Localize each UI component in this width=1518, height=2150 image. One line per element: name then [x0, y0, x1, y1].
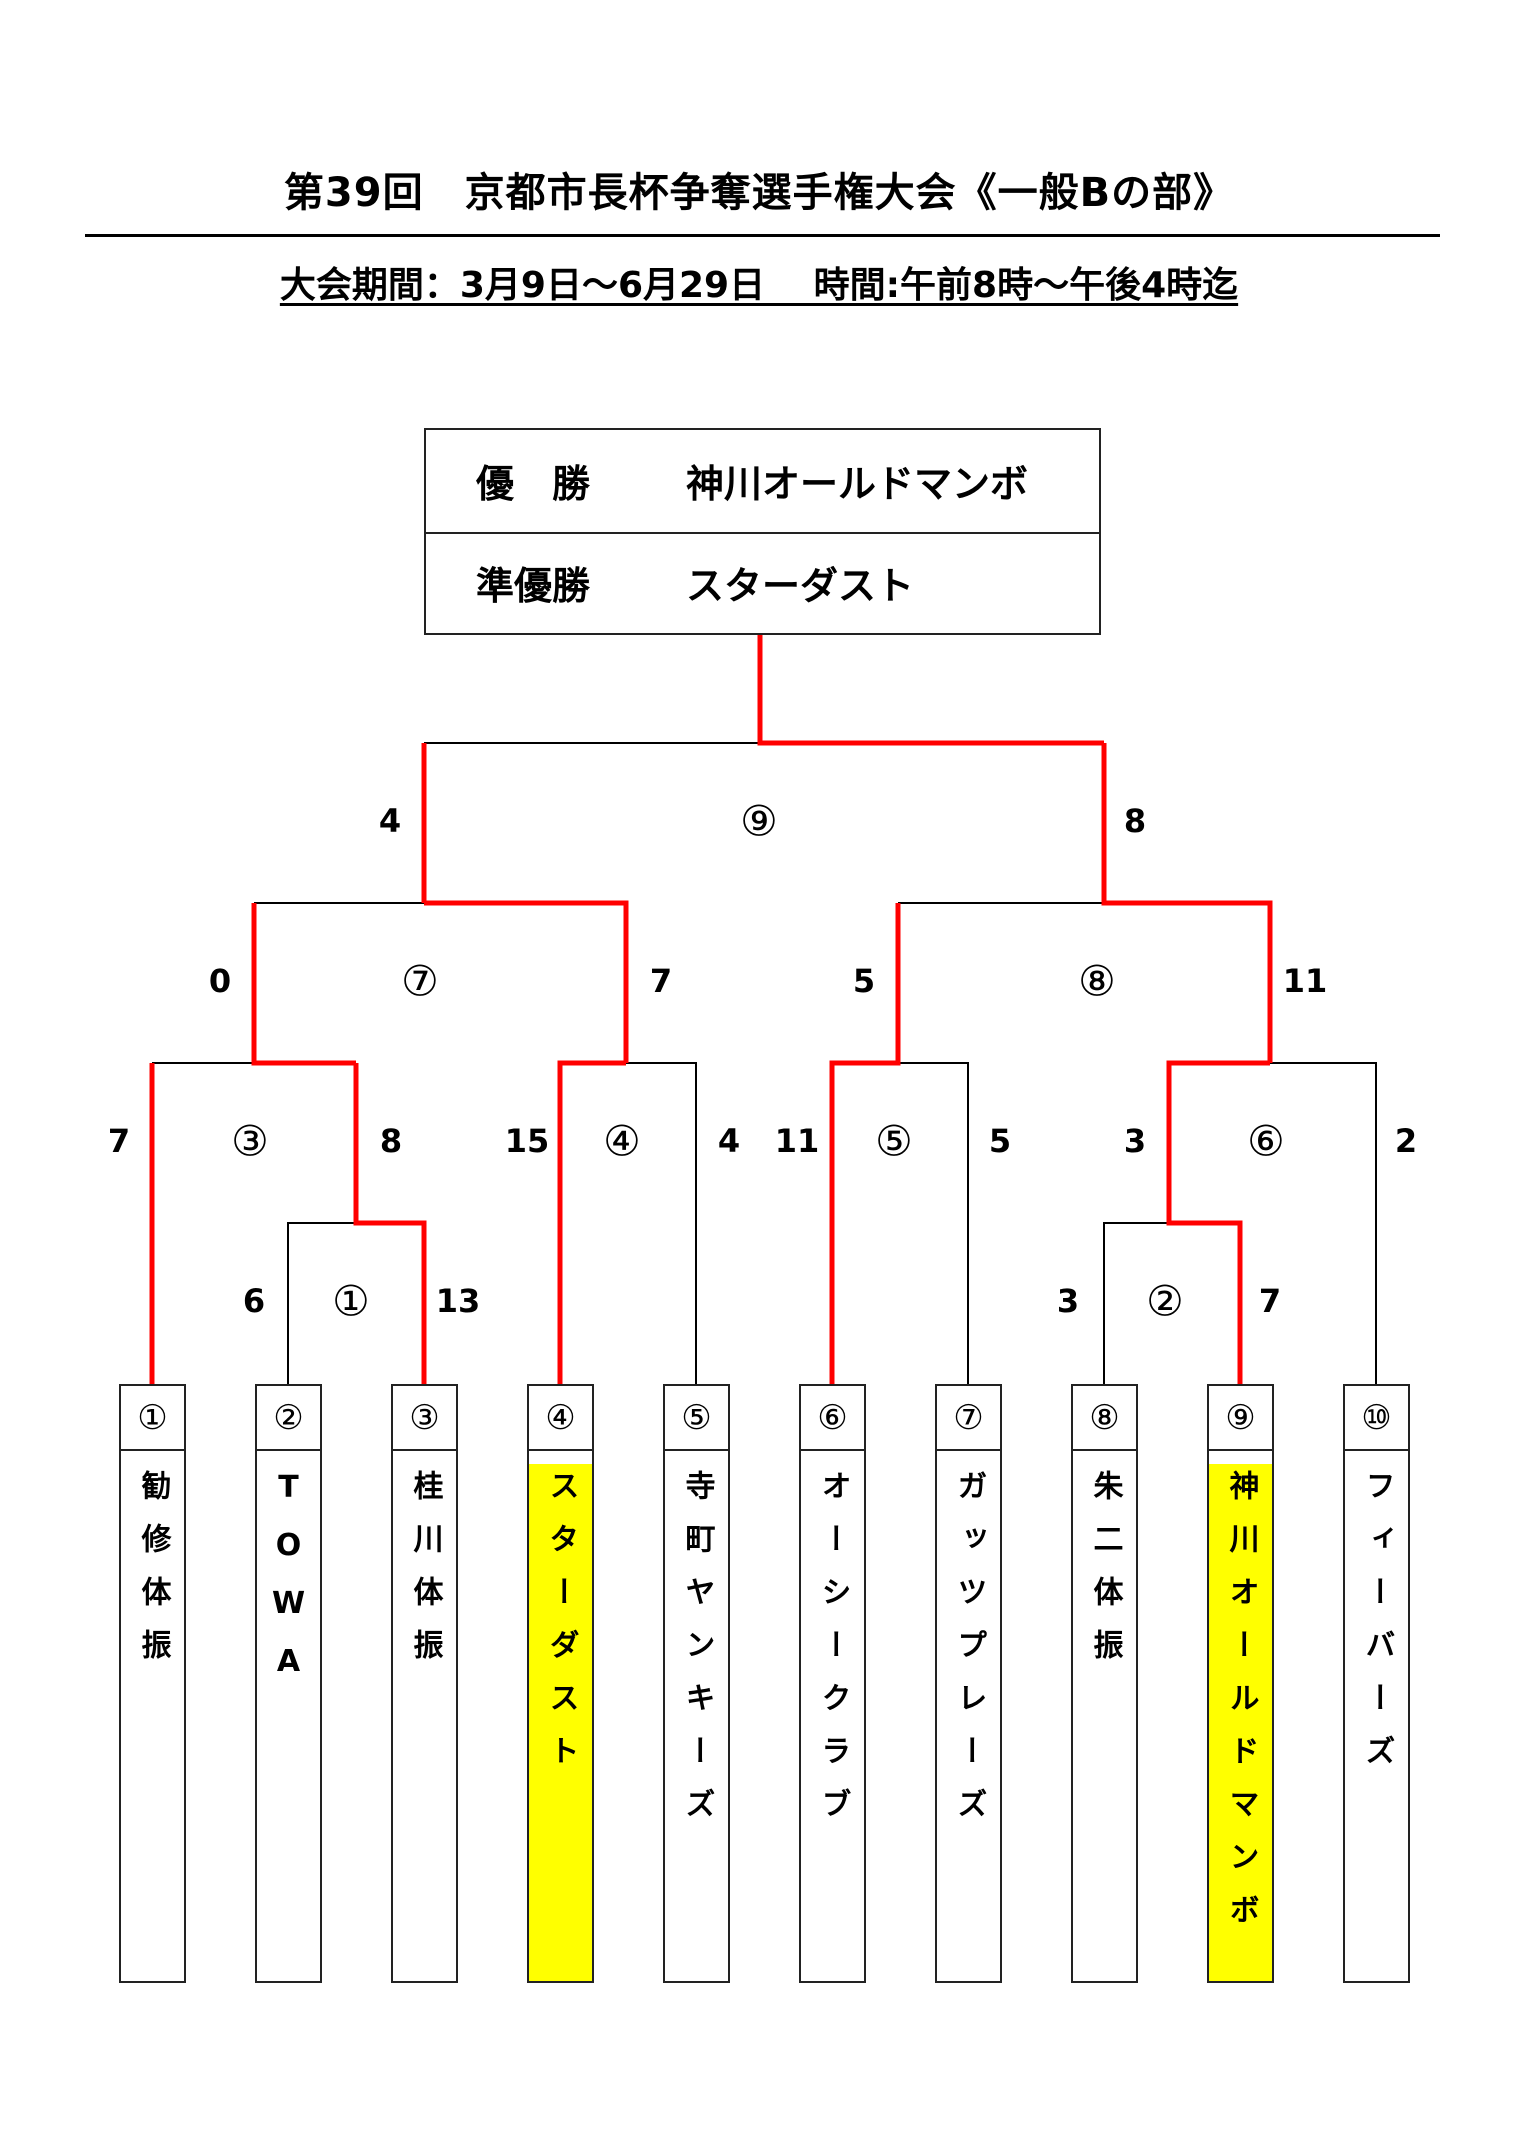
team-box-4: ④ スターダスト — [527, 1384, 594, 1983]
winner-name: 神川オールドマンボ — [686, 462, 1029, 507]
team-number: ⑨ — [1209, 1386, 1272, 1451]
score-m5-left: 11 — [774, 1122, 820, 1160]
line-m1-left — [287, 1222, 356, 1384]
match-number-9: ⑨ — [740, 796, 778, 846]
match-number-8: ⑧ — [1078, 956, 1116, 1006]
team-number: ⑦ — [937, 1386, 1000, 1451]
score-m9-right: 8 — [1123, 802, 1147, 840]
red-m4 — [557, 1060, 626, 1384]
score-m1-right: 13 — [435, 1282, 481, 1320]
match-number-1: ① — [332, 1276, 370, 1326]
score-m9-left: 4 — [378, 802, 402, 840]
score-m7-right: 7 — [649, 962, 673, 1000]
score-m1-left: 6 — [242, 1282, 266, 1320]
page-title: 第39回 京都市長杯争奪選手権大会《一般Bの部》 — [283, 170, 1235, 216]
team-name: オーシークラブ — [815, 1470, 851, 1841]
line-m2-left — [1103, 1222, 1169, 1384]
team-box-3: ③ 桂川体振 — [391, 1384, 458, 1983]
match-number-4: ④ — [603, 1116, 641, 1166]
team-name: 勧修体振 — [135, 1470, 171, 1682]
score-m2-right: 7 — [1258, 1282, 1282, 1320]
team-box-9: ⑨ 神川オールドマンボ — [1207, 1384, 1274, 1983]
red-final-right — [1101, 743, 1273, 1063]
score-m4-right: 4 — [717, 1122, 741, 1160]
match-number-3: ③ — [231, 1116, 269, 1166]
team-number: ⑤ — [665, 1386, 728, 1451]
team-name: スターダスト — [543, 1470, 579, 1788]
line-m4-right — [626, 1062, 697, 1384]
winner-row: 優 勝 神川オールドマンボ — [426, 430, 1099, 534]
score-m8-left: 5 — [852, 962, 876, 1000]
team-number: ④ — [529, 1386, 592, 1451]
team-number: ⑧ — [1073, 1386, 1136, 1451]
score-m5-right: 5 — [988, 1122, 1012, 1160]
team-box-7: ⑦ ガッツプレーズ — [935, 1384, 1002, 1983]
runnerup-name: スターダスト — [686, 563, 915, 608]
red-m8-left — [829, 903, 901, 1384]
match-number-2: ② — [1146, 1276, 1184, 1326]
winner-label: 優 勝 — [476, 462, 591, 507]
team-box-6: ⑥ オーシークラブ — [799, 1384, 866, 1983]
score-m7-left: 0 — [208, 962, 232, 1000]
tournament-period: 大会期間：3月9日～6月29日 時間:午前8時～午後4時迄 — [279, 265, 1239, 306]
score-m3-right: 8 — [379, 1122, 403, 1160]
team-name: 神川オールドマンボ — [1223, 1470, 1259, 1947]
team-box-1: ① 勧修体振 — [119, 1384, 186, 1983]
red-m3-right — [353, 1063, 427, 1384]
team-name: フィーバーズ — [1359, 1470, 1395, 1788]
team-number: ⑩ — [1345, 1386, 1408, 1451]
match-number-5: ⑤ — [875, 1116, 913, 1166]
runnerup-row: 準優勝 スターダスト — [426, 532, 1099, 634]
team-box-10: ⑩ フィーバーズ — [1343, 1384, 1410, 1983]
team-number: ② — [257, 1386, 320, 1451]
line-m6-right — [1270, 1062, 1377, 1384]
red-m6 — [1166, 1060, 1270, 1384]
team-number: ⑥ — [801, 1386, 864, 1451]
bracket-winner-lines — [149, 635, 1273, 1384]
red-m7 — [424, 900, 629, 1063]
line-m5-right — [898, 1062, 969, 1384]
red-final — [757, 635, 1104, 746]
team-name: 桂川体振 — [407, 1470, 443, 1682]
score-m2-left: 3 — [1056, 1282, 1080, 1320]
results-box: 優 勝 神川オールドマンボ 準優勝 スターダスト — [424, 428, 1101, 635]
team-number: ③ — [393, 1386, 456, 1451]
team-name: 朱二体振 — [1087, 1470, 1123, 1682]
title-divider — [85, 234, 1440, 237]
score-m8-right: 11 — [1282, 962, 1328, 1000]
runnerup-label: 準優勝 — [476, 563, 591, 608]
team-box-2: ② TOWA — [255, 1384, 322, 1983]
match-number-7: ⑦ — [401, 956, 439, 1006]
score-m6-left: 3 — [1123, 1122, 1147, 1160]
team-name: TOWA — [271, 1470, 306, 1702]
score-m6-right: 2 — [1394, 1122, 1418, 1160]
match-number-6: ⑥ — [1247, 1116, 1285, 1166]
score-m4-left: 15 — [504, 1122, 550, 1160]
bracket-black-lines — [152, 742, 1377, 1384]
team-name: 寺町ヤンキーズ — [679, 1470, 715, 1841]
team-name: ガッツプレーズ — [951, 1470, 987, 1841]
team-box-8: ⑧ 朱二体振 — [1071, 1384, 1138, 1983]
red-m7-left — [251, 903, 356, 1066]
team-box-5: ⑤ 寺町ヤンキーズ — [663, 1384, 730, 1983]
score-m3-left: 7 — [107, 1122, 131, 1160]
team-number: ① — [121, 1386, 184, 1451]
